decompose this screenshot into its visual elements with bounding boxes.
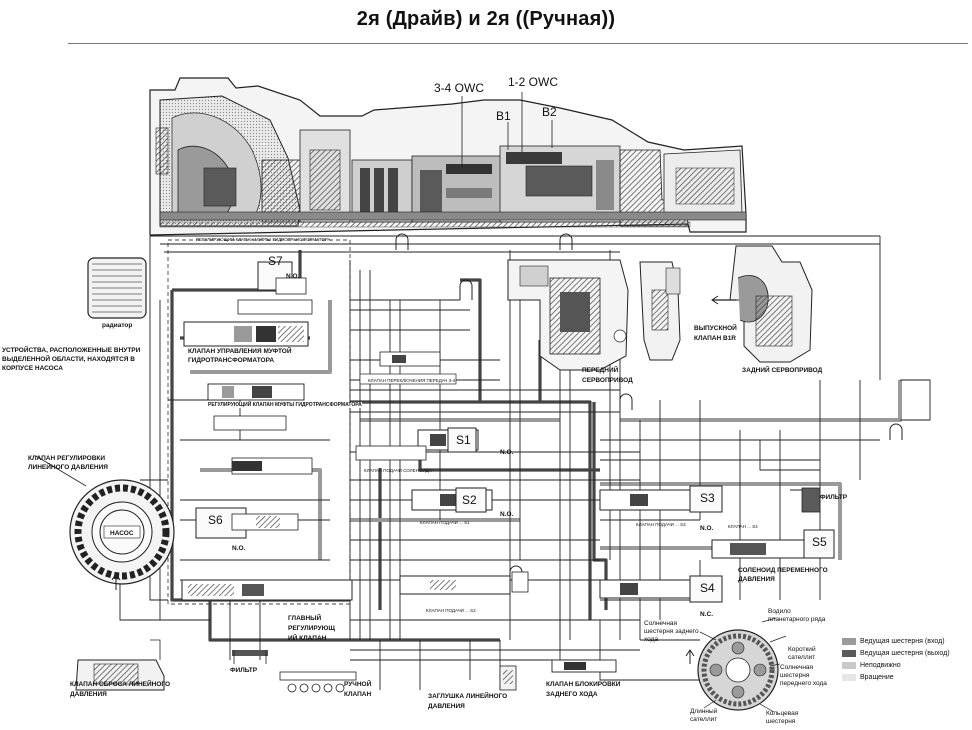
s4-label: S4 (700, 581, 715, 595)
line-plug-label-2: ДАВЛЕНИЯ (428, 703, 465, 710)
b1-label: B1 (496, 109, 511, 123)
annotation-2: КЛАПАН ПОДАЧИ СОЛЕНОИДА (364, 468, 432, 473)
forward-sun-label: Солнечная шестерня переднего хода (780, 664, 827, 687)
b1r-valve-label-2: КЛАПАН B1R (694, 335, 736, 342)
svg-text:N.O.: N.O. (700, 525, 714, 532)
filter-right-label: ФИЛЬТР (820, 494, 848, 501)
page-title: 2я (Драйв) и 2я ((Ручная)) (356, 8, 616, 30)
legend-item-2: Ведущая шестерня (выход) (860, 650, 950, 657)
solenoids-center (355, 351, 529, 595)
radiator-label: радиатор (102, 322, 132, 329)
svg-text:N.C.: N.C. (700, 611, 713, 618)
rear-servo-label: ЗАДНИЙ СЕРВОПРИВОД (742, 365, 823, 374)
rear-servo (711, 245, 813, 363)
relief-valve-label-2: ДАВЛЕНИЯ (70, 691, 107, 698)
carrier-label: Водило планетарного ряда (768, 608, 826, 623)
annotation-1: РЕГУЛИРУЮЩИЙ КЛАПАН МУФТЫ ГИДРОТРАНСФОРМ… (196, 235, 331, 242)
b1r-valve (639, 261, 681, 361)
pump-area-note: УСТРОЙСТВА, РАСПОЛОЖЕННЫЕ ВНУТРИ ВЫДЕЛЕН… (2, 347, 141, 372)
front-servo-label-2: СЕРВОПРИВОД (582, 377, 633, 384)
b2-label: B2 (542, 105, 557, 119)
annotation-4: КЛАПАН ПОДАЧИ ... S1 (420, 520, 470, 525)
svg-text:N.O.: N.O. (286, 273, 300, 280)
annotation-5: КЛАПАН ПОДАЧИ ... S2 (426, 608, 476, 613)
legend (842, 638, 856, 681)
annotation-3: КЛАПАН ПЕРЕКЛЮЧЕНИЯ ПЕРЕДАЧ 3-4 (368, 378, 456, 383)
transmission-case (149, 77, 747, 236)
line-plug-label-1: ЗАГЛУШКА ЛИНЕЙНОГО (428, 691, 507, 700)
title-divider (68, 43, 968, 44)
legend-item-4: Вращение (860, 674, 894, 681)
variable-solenoid-label: СОЛЕНОИД ПЕРЕМЕННОГО ДАВЛЕНИЯ (738, 567, 828, 583)
solenoid-state-tags: N.O. N.O. N.O. N.O. N.O. N.C. (232, 273, 714, 618)
planetary-gearset (685, 617, 787, 713)
manual-valve-ports (279, 671, 357, 693)
pump-gear (35, 455, 175, 590)
s1-label: S1 (456, 433, 471, 447)
valves-left (181, 261, 353, 601)
owc34-label: 3-4 OWC (434, 81, 484, 95)
legend-swatch-2 (842, 650, 856, 657)
main-reg-label-1: ГЛАВНЫЙ (288, 613, 322, 622)
owc12-label: 1-2 OWC (508, 75, 558, 89)
tc-regulator-label: РЕГУЛИРУЮЩИЙ КЛАПАН МУФТЫ ГИДРОТРАНСФОРМ… (208, 402, 362, 408)
radiator (87, 257, 147, 319)
legend-swatch-3 (842, 662, 856, 669)
s2-label: S2 (462, 493, 477, 507)
front-servo-label-1: ПЕРЕДНИЙ (582, 365, 619, 374)
pressure-reg-label: КЛАПАН РЕГУЛИРОВКИ ЛИНЕЙНОГО ДАВЛЕНИЯ (28, 455, 108, 471)
manual-valve-label-2: КЛАПАН (344, 691, 372, 698)
svg-text:N.O.: N.O. (500, 449, 514, 456)
svg-text:N.O.: N.O. (232, 545, 246, 552)
main-reg-label-3: ИЙ КЛАПАН (288, 633, 327, 642)
solenoids-right (599, 485, 835, 603)
ring-gear-label: Кольцевая шестерня (766, 710, 799, 725)
b1r-valve-label-1: ВЫПУСКНОЙ (694, 323, 737, 332)
reverse-lock-label-1: КЛАПАН БЛОКИРОВКИ (546, 681, 621, 688)
short-pinion-label: Короткий сателлит (788, 646, 816, 661)
relief-valve-label-1: КЛАПАН СБРОСА ЛИНЕЙНОГО (70, 679, 170, 688)
s6-label: S6 (208, 513, 223, 527)
relief-valve (75, 639, 165, 691)
manual-valve-label-1: РУЧНОЙ (344, 679, 372, 688)
s7-label: S7 (268, 254, 283, 268)
front-servo (507, 259, 629, 371)
reverse-lock-label-2: ЗАДНЕГО ХОДА (546, 691, 598, 698)
svg-text:N.O.: N.O. (500, 511, 514, 518)
reverse-sun-label: Солнечная шестерня заднего хода (644, 620, 699, 643)
s5-label: S5 (812, 535, 827, 549)
legend-swatch-4 (842, 674, 856, 681)
legend-item-3: Неподвижно (860, 662, 901, 669)
filter-bottom (232, 650, 268, 664)
tcc-valve-label: КЛАПАН УПРАВЛЕНИЯ МУФТОЙ ГИДРОТРАНСФОРМА… (188, 347, 292, 365)
pump-label: НАСОС (110, 530, 134, 537)
filter-bottom-label: ФИЛЬТР (230, 667, 258, 674)
main-reg-label-2: РЕГУЛИРУЮЩ (288, 625, 335, 632)
reverse-lock-valve (551, 659, 617, 673)
long-pinion-label: Длинный сателлит (690, 708, 718, 723)
s3-label: S3 (700, 491, 715, 505)
line-plug (499, 665, 517, 691)
legend-item-1: Ведущая шестерня (вход) (860, 638, 945, 645)
annotation-6: КЛАПАН ПОДАЧИ ... S3 (636, 522, 686, 527)
legend-labels: Ведущая шестерня (вход) Ведущая шестерня… (860, 636, 950, 684)
annotation-7: КЛАПАН ... S4 (728, 524, 758, 529)
legend-swatch-1 (842, 638, 856, 645)
